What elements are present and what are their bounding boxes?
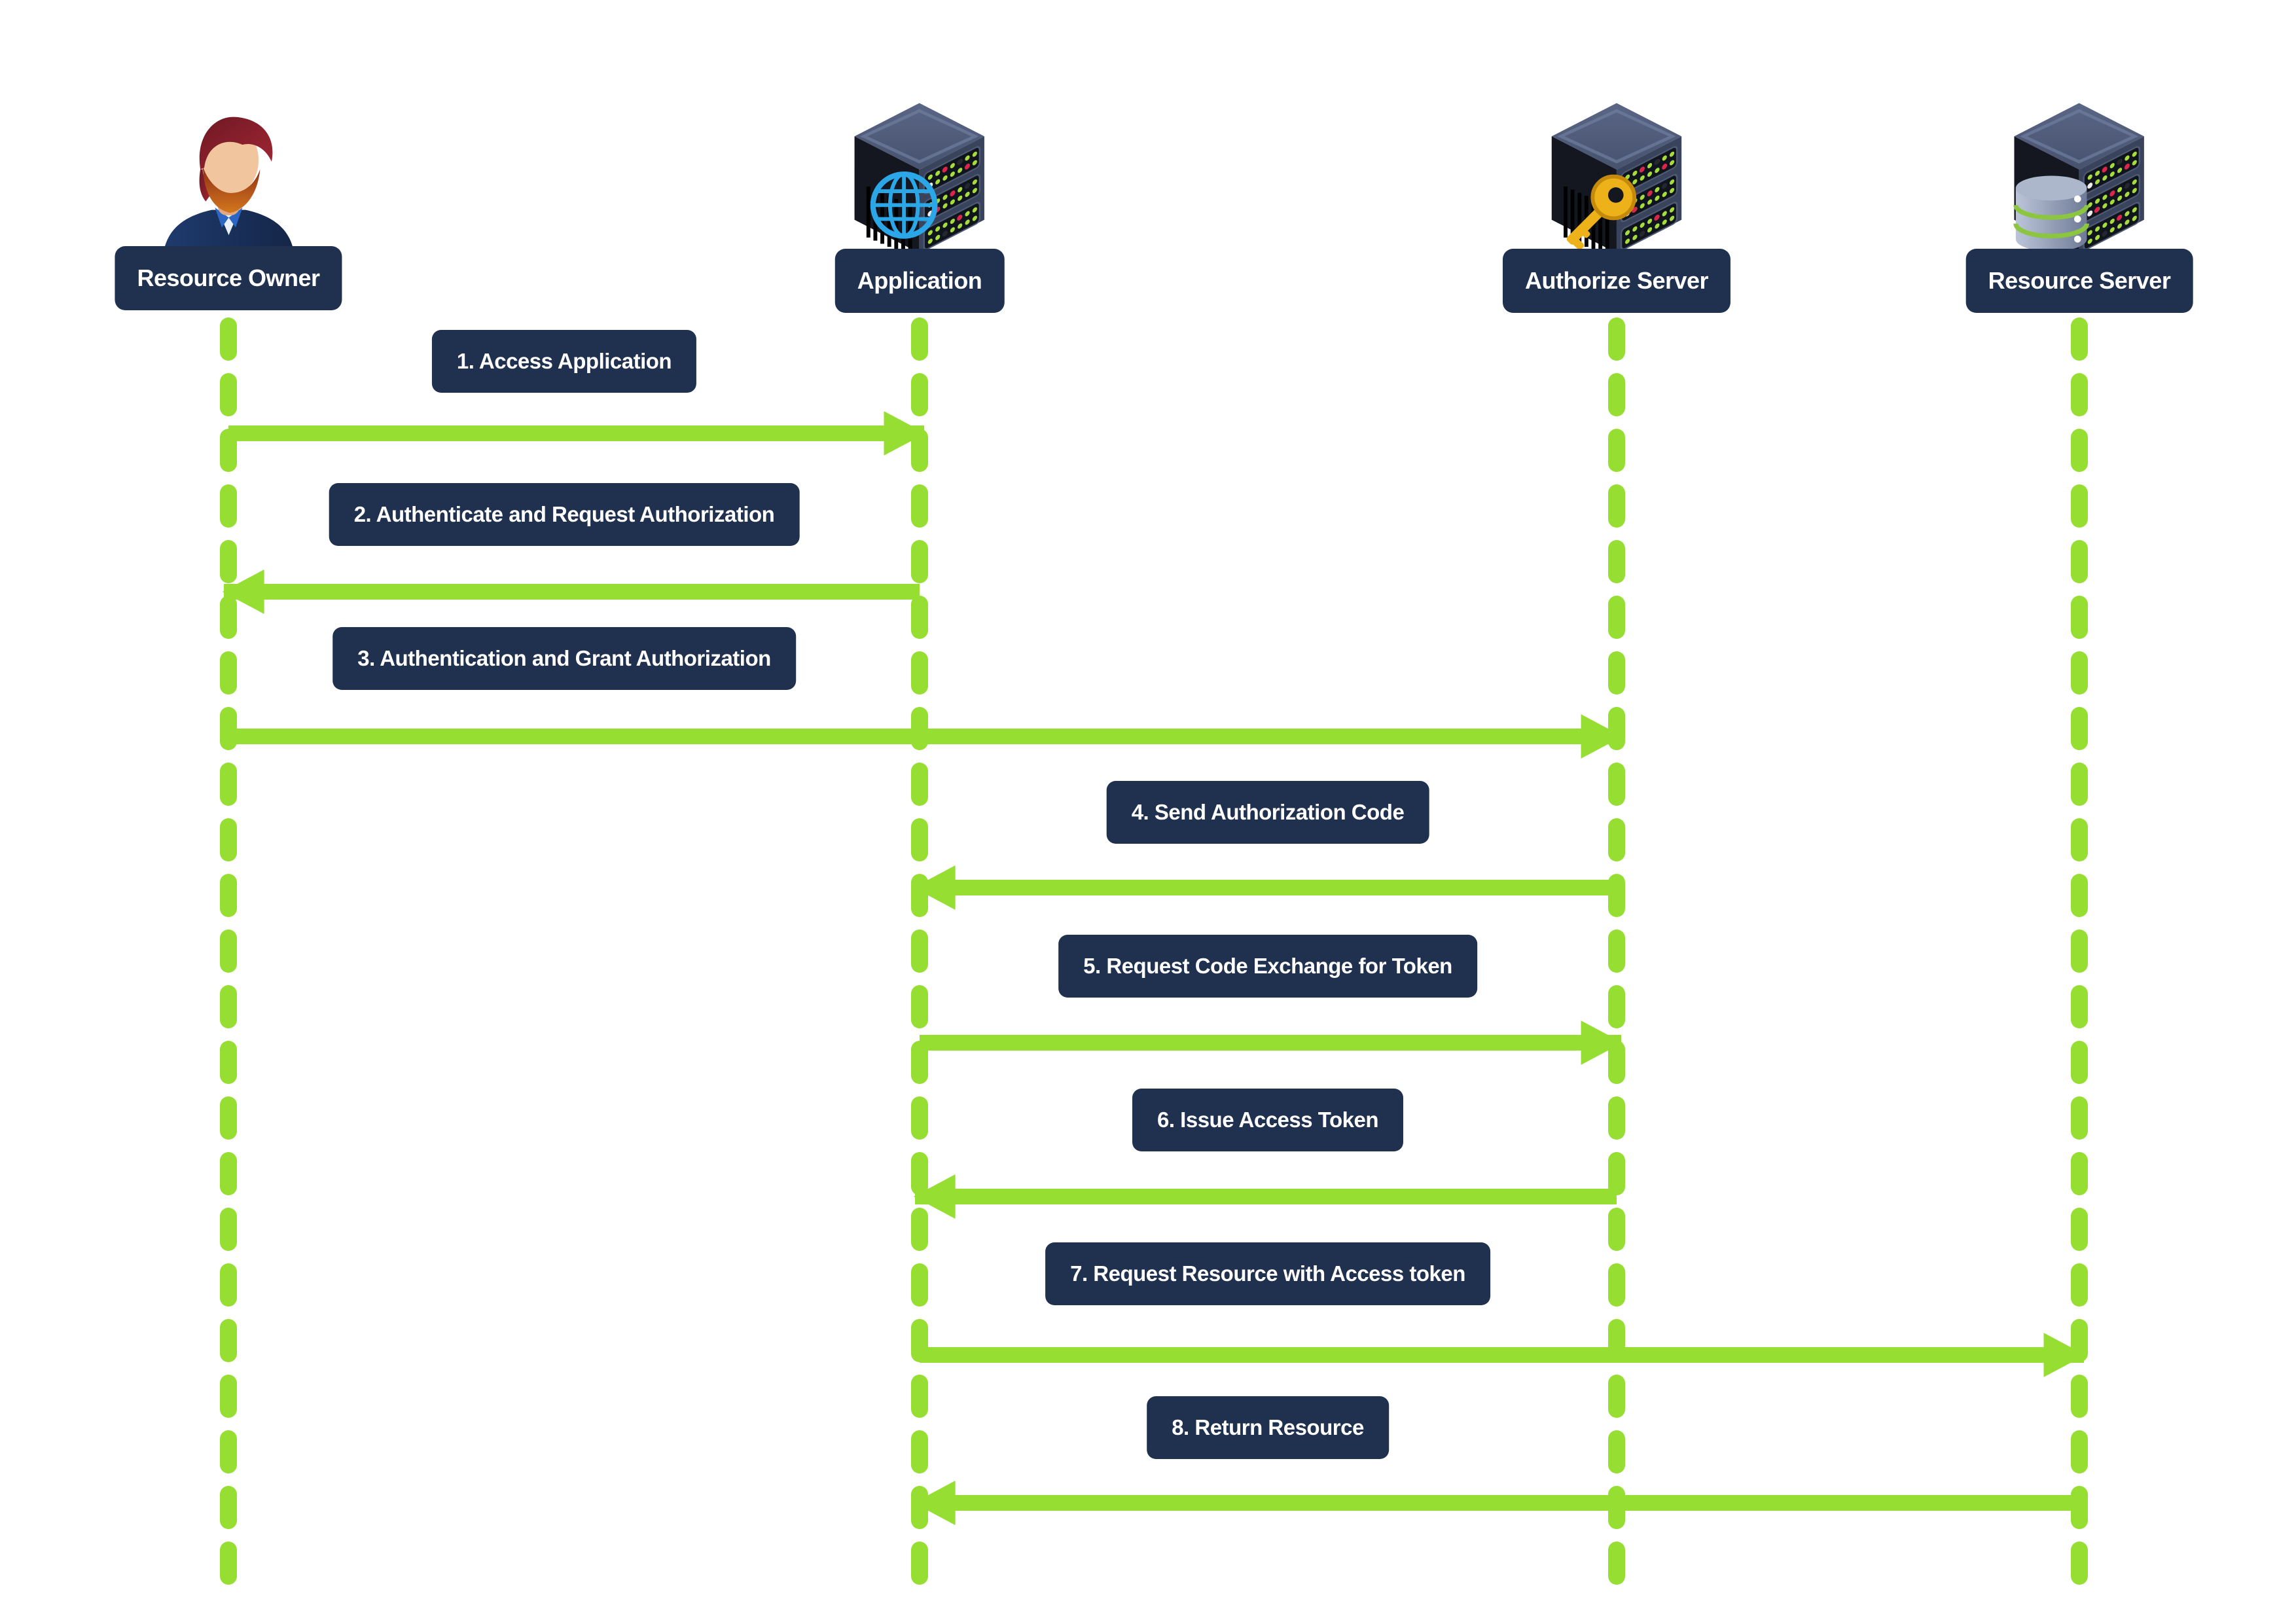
message-3-label: 3. Authentication and Grant Authorizatio… <box>332 627 796 690</box>
globe-icon <box>870 171 938 239</box>
message-5-label: 5. Request Code Exchange for Token <box>1058 935 1477 998</box>
message-7-label: 7. Request Resource with Access token <box>1045 1242 1490 1305</box>
message-2-label: 2. Authenticate and Request Authorizatio… <box>329 483 800 546</box>
message-6-label: 6. Issue Access Token <box>1132 1089 1404 1151</box>
actor-application: Application <box>834 97 1005 313</box>
server-database-icon <box>1998 97 2161 259</box>
actor-resource-owner: Resource Owner <box>115 103 342 310</box>
message-4-label: 4. Send Authorization Code <box>1106 781 1429 844</box>
person-icon <box>162 117 295 257</box>
actor-label-resource-server: Resource Server <box>1965 249 2193 313</box>
message-1-label: 1. Access Application <box>431 330 697 393</box>
key-icon <box>1566 174 1637 250</box>
actor-resource-server: Resource Server <box>1965 97 2193 313</box>
server-key-icon <box>1535 97 1698 259</box>
actor-label-authorize-server: Authorize Server <box>1502 249 1731 313</box>
actor-authorize-server: Authorize Server <box>1502 97 1731 313</box>
message-8-label: 8. Return Resource <box>1147 1396 1389 1459</box>
actor-label-resource-owner: Resource Owner <box>115 246 342 310</box>
actor-label-application: Application <box>834 249 1005 313</box>
server-globe-icon <box>838 97 1001 259</box>
database-icon <box>2013 175 2090 252</box>
